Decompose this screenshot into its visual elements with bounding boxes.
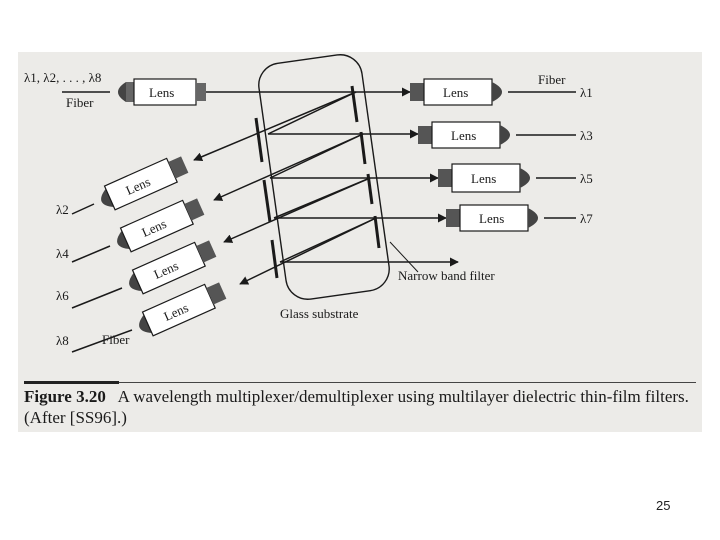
output-lens-5: Lens λ5 [438, 163, 593, 193]
caption-rule-thick [24, 381, 119, 384]
left-beams [193, 91, 377, 285]
figure-caption: Figure 3.20 A wavelength multiplexer/dem… [24, 381, 696, 428]
left-lambda-4: λ4 [56, 246, 69, 261]
wdm-diagram: λ1, λ2, . . . , λ8 Fiber Lens Glass subs… [24, 54, 593, 353]
output-lens-5-label: Lens [471, 171, 496, 186]
output-lambda-5: λ5 [580, 171, 593, 186]
caption-text: A wavelength multiplexer/demultiplexer u… [24, 387, 689, 427]
figure-number: Figure 3.20 [24, 387, 106, 406]
glass-substrate-label: Glass substrate [280, 306, 359, 321]
input-lens-label: Lens [149, 85, 174, 100]
right-beams [363, 129, 447, 223]
output-lens-7-label: Lens [479, 211, 504, 226]
output-lambda-3: λ3 [580, 128, 593, 143]
output-lens-7: Lens λ7 [446, 204, 593, 232]
output-lens-1-label: Lens [443, 85, 468, 100]
input-fiber-label: Fiber [66, 95, 94, 110]
output-lens-3-label: Lens [451, 128, 476, 143]
output-lens-1: Lens Fiber λ1 [410, 72, 593, 106]
input-wavelengths-label: λ1, λ2, . . . , λ8 [24, 70, 101, 85]
input-lens: Lens [118, 78, 206, 106]
left-lens-2: Lens [101, 156, 189, 211]
left-fiber-label: Fiber [102, 332, 130, 347]
left-fibers [71, 203, 133, 353]
left-lambda-8: λ8 [56, 333, 69, 348]
left-lens-8: Lens [139, 282, 227, 337]
left-lambda-2: λ2 [56, 202, 69, 217]
narrow-band-filter-label: Narrow band filter [398, 268, 495, 283]
left-lambda-6: λ6 [56, 288, 69, 303]
caption-rule-thin [119, 382, 696, 383]
page-number: 25 [656, 498, 671, 513]
output-fiber-label: Fiber [538, 72, 566, 87]
left-lens-4: Lens [117, 198, 205, 253]
output-lens-3: Lens λ3 [418, 121, 593, 149]
beam-path [206, 87, 459, 267]
output-lambda-7: λ7 [580, 211, 593, 226]
left-lens-6: Lens [129, 240, 217, 295]
output-lambda-1: λ1 [580, 85, 593, 100]
filter-pointer [389, 241, 419, 273]
glass-substrate [258, 54, 390, 300]
